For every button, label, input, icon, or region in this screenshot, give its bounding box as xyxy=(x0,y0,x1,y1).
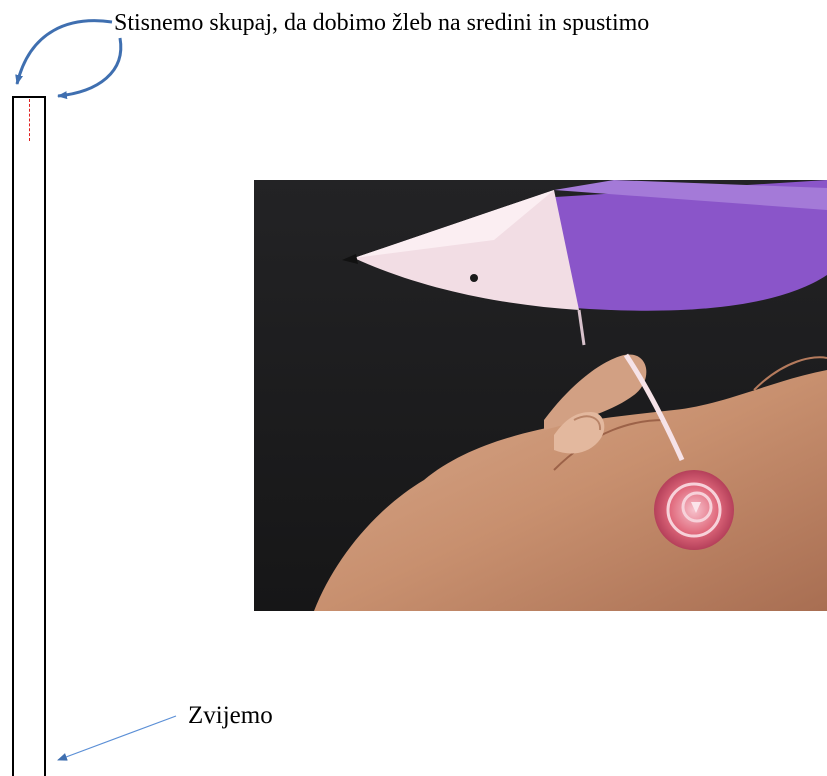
arrow-bottom-icon xyxy=(57,715,177,761)
bird-body xyxy=(539,180,827,311)
instruction-photo xyxy=(254,180,827,611)
arrow-left-edge-icon xyxy=(15,19,113,85)
hand xyxy=(314,370,827,611)
bird-eye xyxy=(470,274,478,282)
bottom-caption: Zvijemo xyxy=(188,702,273,729)
top-caption: Stisnemo skupaj, da dobimo žleb na sredi… xyxy=(114,10,650,36)
cut-line xyxy=(29,99,30,141)
paper-strip xyxy=(12,96,46,776)
paper-rose xyxy=(654,470,734,550)
arrow-right-edge-icon xyxy=(57,37,123,100)
bird-head xyxy=(354,190,579,310)
